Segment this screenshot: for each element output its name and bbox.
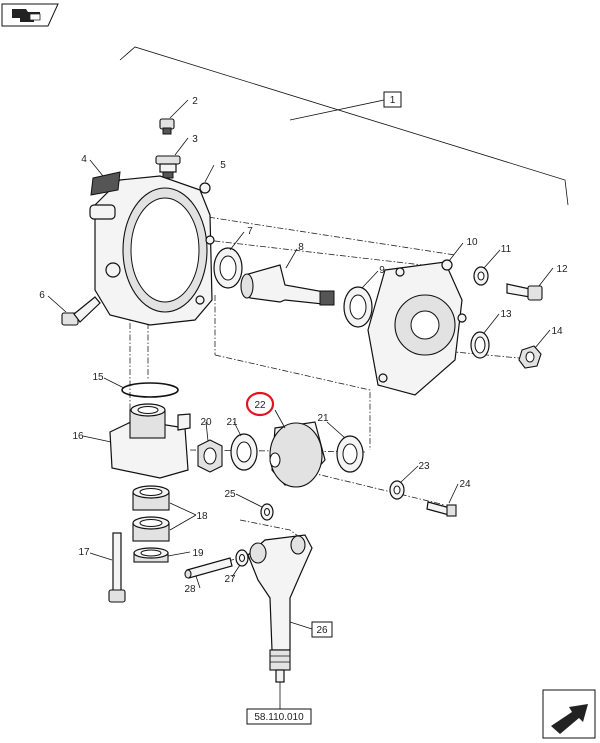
set-screw	[426, 501, 457, 517]
callout-2[interactable]: 2	[192, 96, 198, 107]
needle-bearing-upper	[132, 485, 170, 511]
callout-13[interactable]: 13	[500, 309, 512, 320]
callout-16[interactable]: 16	[72, 431, 84, 442]
callout-5[interactable]: 5	[220, 160, 226, 171]
shaft-bearing	[213, 247, 243, 289]
callout-1[interactable]: 1	[383, 91, 402, 108]
callout-22[interactable]: 22	[254, 400, 266, 411]
callout-3[interactable]: 3	[192, 134, 198, 145]
bearing-housing	[109, 403, 191, 479]
callout-17[interactable]: 17	[78, 547, 90, 558]
spacer-ring	[133, 547, 169, 563]
callout-12[interactable]: 12	[556, 264, 568, 275]
callout-26-label: 26	[316, 625, 328, 636]
knife-fork	[247, 534, 313, 683]
callout-21-right[interactable]: 21	[317, 413, 329, 424]
fork-pin	[184, 557, 233, 579]
callout-8[interactable]: 8	[298, 242, 304, 253]
gearbox-housing	[89, 171, 215, 326]
leader-lines	[47, 99, 554, 630]
plug-screw	[159, 118, 175, 135]
callout-15[interactable]: 15	[92, 372, 104, 383]
callout-9[interactable]: 9	[379, 265, 385, 276]
reference-code-label: 58.110.010	[254, 712, 304, 723]
callout-24[interactable]: 24	[459, 479, 471, 490]
callout-10[interactable]: 10	[466, 237, 478, 248]
long-bolt	[108, 532, 126, 603]
highlight-ring	[245, 391, 275, 417]
callout-6[interactable]: 6	[39, 290, 45, 301]
small-washer	[260, 503, 274, 521]
callout-28[interactable]: 28	[184, 584, 196, 595]
washer	[473, 266, 489, 286]
callout-18[interactable]: 18	[196, 511, 208, 522]
eccentric-bearing-right	[336, 435, 364, 473]
assembly-bracket	[119, 46, 569, 206]
pin-bushing	[235, 549, 249, 567]
output-bearing	[343, 286, 373, 328]
callout-27[interactable]: 27	[224, 574, 236, 585]
callout-4[interactable]: 4	[81, 154, 87, 165]
o-ring	[121, 382, 179, 398]
cover-bolt	[506, 283, 543, 301]
eccentric-bearing-left	[230, 433, 258, 471]
callout-23[interactable]: 23	[418, 461, 430, 472]
castle-nut	[197, 439, 223, 473]
callout-26[interactable]: 26	[311, 621, 333, 638]
cover-plate	[367, 259, 467, 396]
eccentric	[269, 421, 326, 488]
cover-nut	[518, 345, 542, 369]
book-arrow-icon[interactable]	[1, 3, 59, 27]
callout-19[interactable]: 19	[192, 548, 204, 559]
needle-bearing-lower	[132, 516, 170, 542]
reference-code-box[interactable]: 58.110.010	[246, 682, 312, 725]
callout-7[interactable]: 7	[247, 226, 253, 237]
callout-25[interactable]: 25	[224, 489, 236, 500]
callout-21-left[interactable]: 21	[226, 417, 238, 428]
callout-1-label: 1	[390, 95, 396, 106]
callout-11[interactable]: 11	[501, 244, 512, 255]
drain-bolt	[61, 296, 101, 326]
callout-14[interactable]: 14	[551, 326, 563, 337]
oil-seal	[470, 331, 490, 359]
callout-20[interactable]: 20	[200, 417, 212, 428]
next-page-arrow-icon[interactable]	[542, 689, 596, 739]
input-shaft	[240, 264, 335, 306]
crank-washer	[389, 480, 405, 500]
breather-plug	[155, 155, 181, 179]
